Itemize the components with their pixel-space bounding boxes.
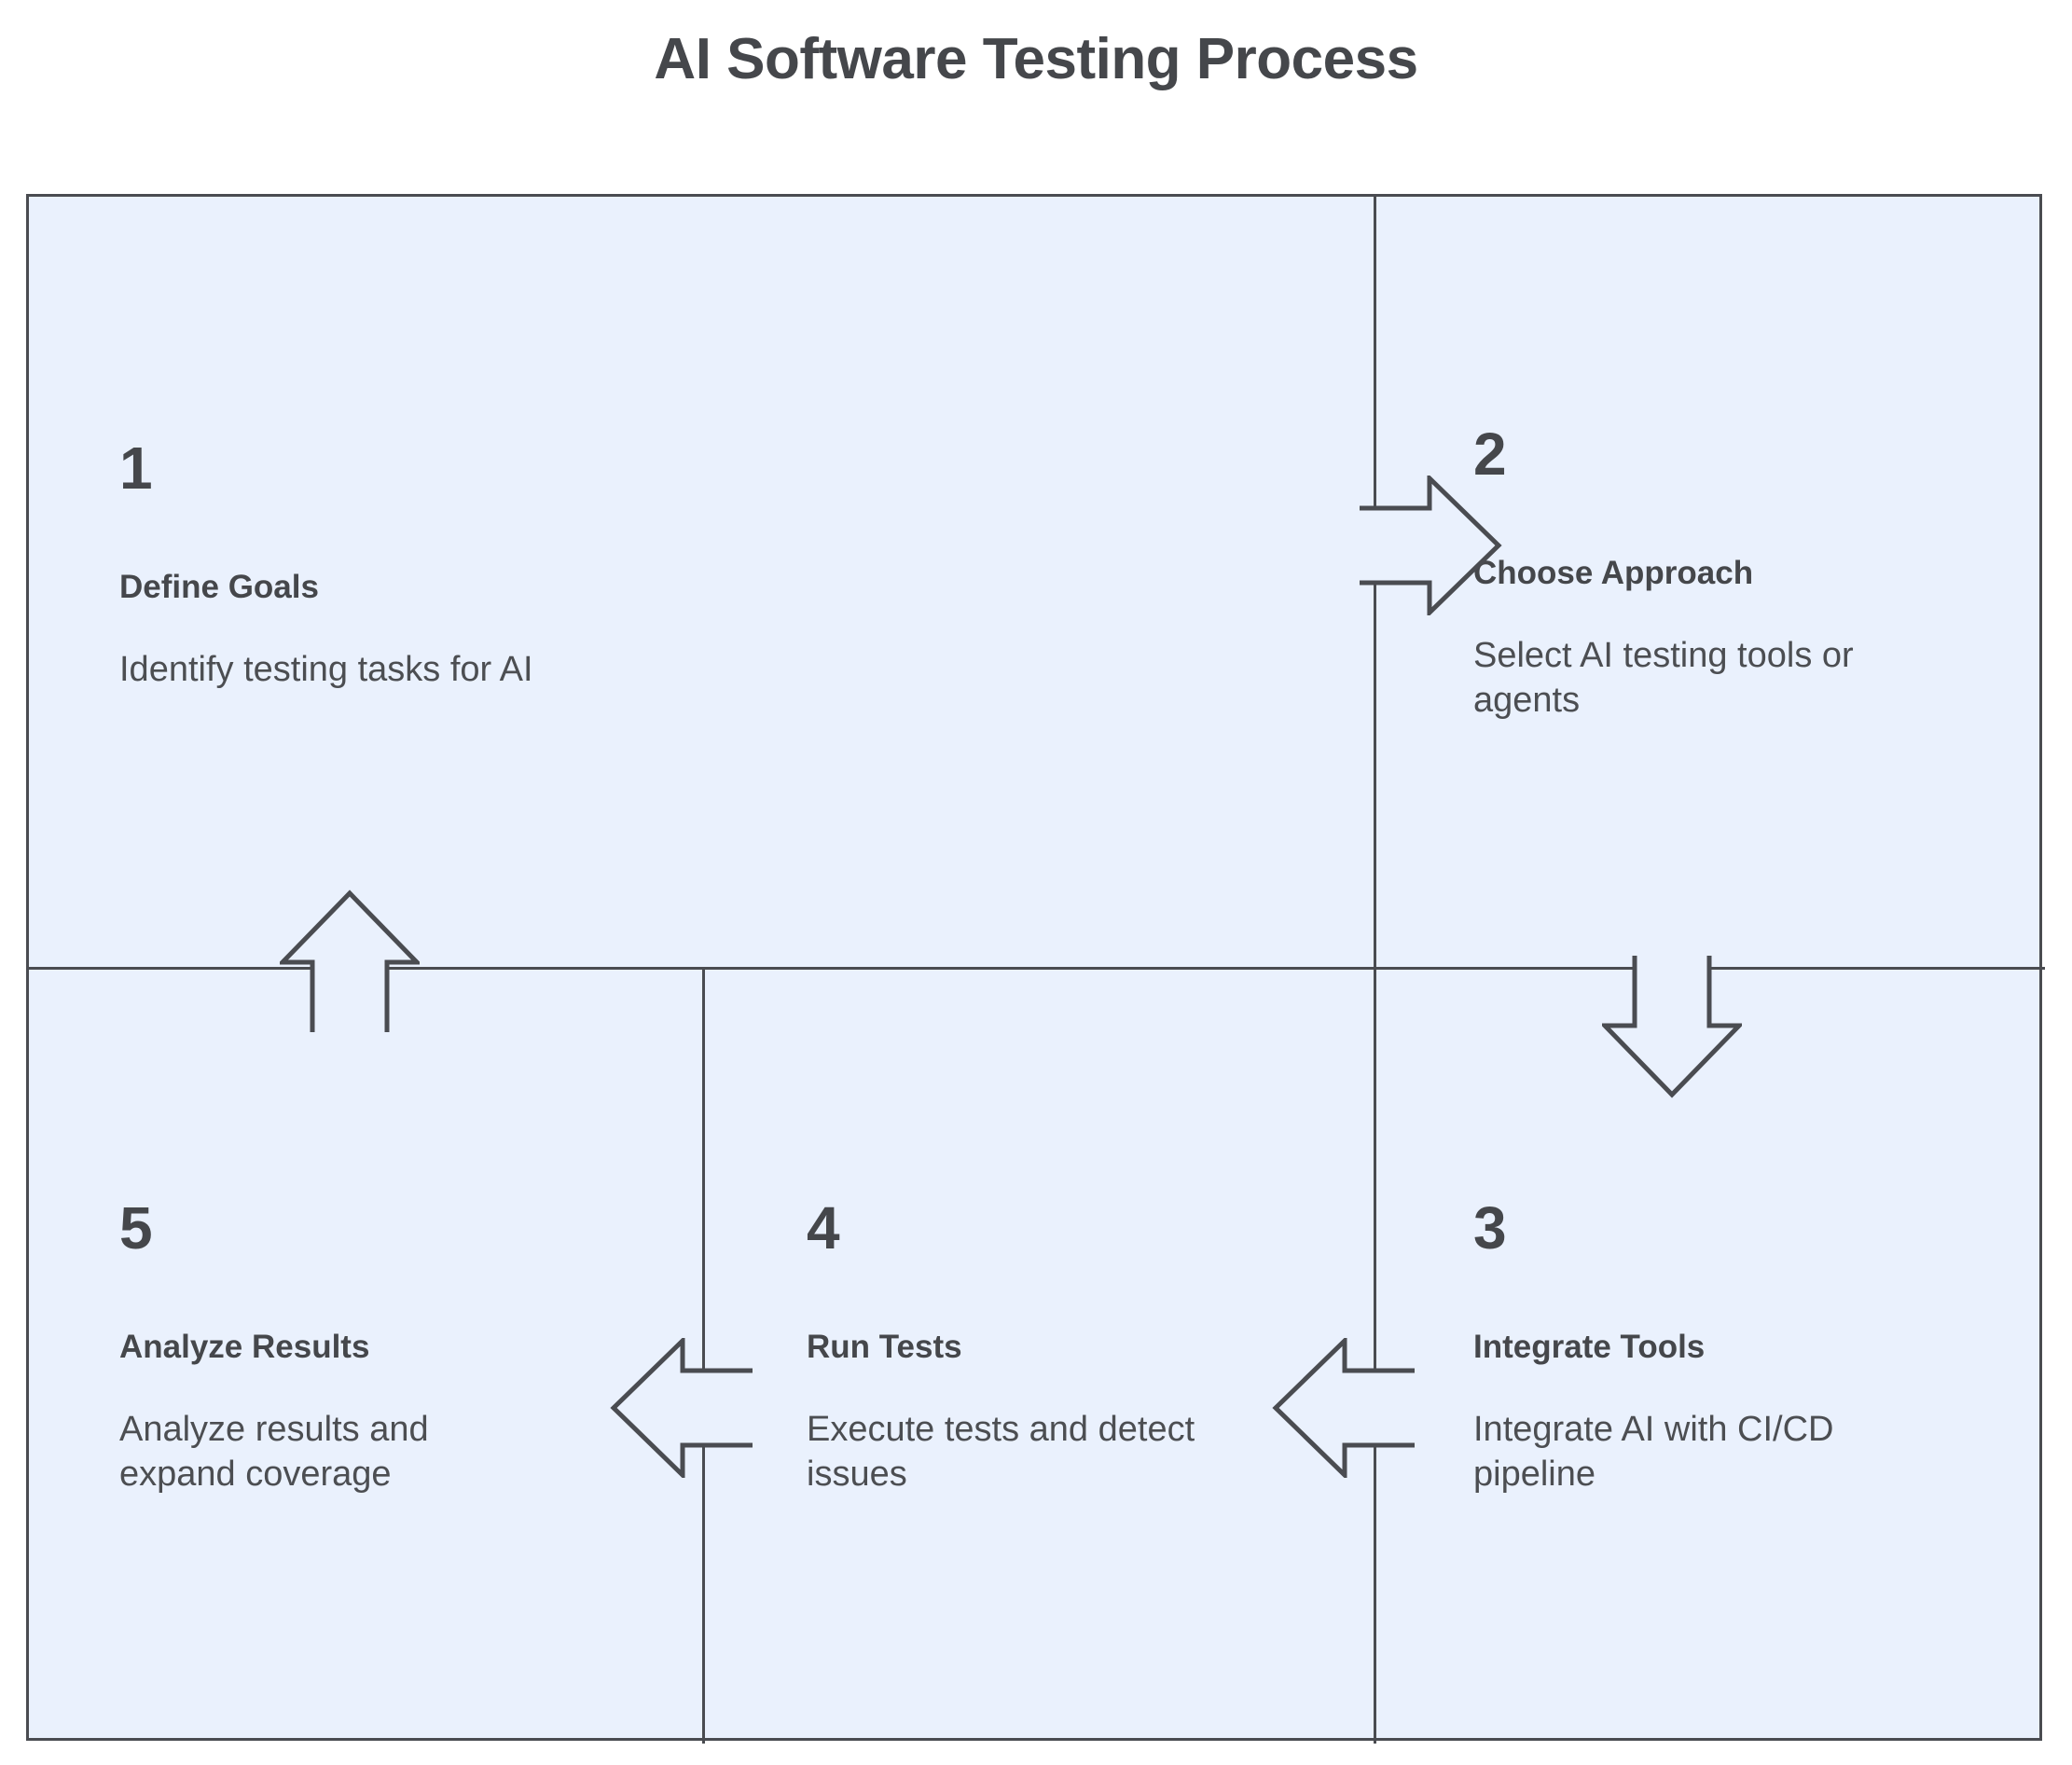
step-description: Analyze results and expand coverage	[119, 1409, 429, 1495]
step-number: 4	[807, 1194, 840, 1262]
step-number: 1	[119, 434, 153, 502]
step-card-3[interactable]: 3 Integrate Tools Integrate AI with CI/C…	[1473, 1198, 1940, 1497]
step-description: Identify testing tasks for AI	[119, 649, 533, 689]
bottom-row-divider-right	[1374, 967, 1376, 1744]
step-title: Choose Approach	[1473, 555, 1754, 591]
row-divider	[29, 967, 2045, 970]
page-title: AI Software Testing Process	[654, 27, 1418, 91]
step-number: 3	[1473, 1194, 1507, 1262]
step-title: Define Goals	[119, 569, 319, 605]
step-card-5[interactable]: 5 Analyze Results Analyze results and ex…	[119, 1198, 511, 1497]
arrow-step1-to-step2-icon	[1357, 476, 1506, 615]
step-title: Run Tests	[807, 1329, 962, 1365]
step-card-1[interactable]: 1 Define Goals Identify testing tasks fo…	[119, 438, 772, 692]
bottom-row-divider-left	[702, 967, 705, 1744]
step-card-4[interactable]: 4 Run Tests Execute tests and detect iss…	[807, 1198, 1198, 1497]
arrow-step4-to-step5-icon	[606, 1338, 755, 1478]
step-number: 2	[1473, 421, 1507, 488]
step-number: 5	[119, 1194, 153, 1262]
step-description: Select AI testing tools or agents	[1473, 635, 1854, 721]
step-title: Integrate Tools	[1473, 1329, 1706, 1365]
step-description: Integrate AI with CI/CD pipeline	[1473, 1409, 1834, 1495]
step-description: Execute tests and detect issues	[807, 1409, 1195, 1495]
step-title: Analyze Results	[119, 1329, 370, 1365]
arrow-step5-to-step1-icon	[280, 886, 420, 1035]
arrow-step2-to-step3-icon	[1602, 953, 1742, 1102]
step-card-2[interactable]: 2 Choose Approach Select AI testing tool…	[1473, 424, 1958, 724]
arrow-step3-to-step4-icon	[1268, 1338, 1417, 1478]
